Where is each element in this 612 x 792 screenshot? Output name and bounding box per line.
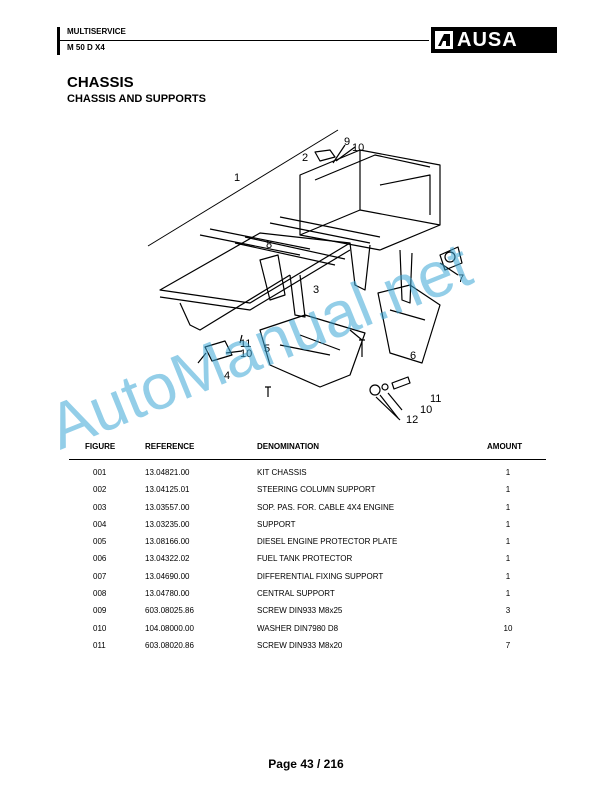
cell-denomination: DIFFERENTIAL FIXING SUPPORT bbox=[257, 572, 384, 581]
callout-2: 2 bbox=[302, 152, 308, 164]
cell-amount: 10 bbox=[503, 624, 513, 633]
cell-figure: 004 bbox=[93, 520, 107, 529]
page-number: Page 43 / 216 bbox=[268, 757, 344, 771]
ausa-logo: AUSA bbox=[431, 27, 557, 53]
cell-reference: 13.04125.01 bbox=[145, 485, 190, 494]
cell-amount: 1 bbox=[505, 468, 511, 477]
callout-11-right: 11 bbox=[430, 393, 441, 405]
callout-9: 9 bbox=[344, 136, 350, 148]
cell-amount: 1 bbox=[505, 554, 511, 563]
cell-figure: 003 bbox=[93, 503, 107, 512]
cell-amount: 7 bbox=[505, 641, 511, 650]
cell-figure: 001 bbox=[93, 468, 107, 477]
table-row: 001 13.04821.00 KIT CHASSIS 1 bbox=[0, 468, 612, 485]
table-row: 002 13.04125.01 STEERING COLUMN SUPPORT … bbox=[0, 485, 612, 502]
cell-reference: 603.08025.86 bbox=[145, 606, 194, 615]
callout-6: 6 bbox=[410, 350, 416, 362]
callout-12: 12 bbox=[406, 414, 418, 426]
table-header-rule bbox=[69, 459, 546, 460]
cell-amount: 1 bbox=[505, 485, 511, 494]
cell-denomination: SOP. PAS. FOR. CABLE 4X4 ENGINE bbox=[257, 503, 395, 512]
callout-10-top: 10 bbox=[352, 142, 364, 154]
cell-figure: 005 bbox=[93, 537, 107, 546]
callout-10-left: 10 bbox=[240, 348, 252, 360]
ausa-logo-icon bbox=[435, 31, 453, 49]
chassis-exploded-diagram: 1 2 9 10 8 3 5 11 10 4 6 7 11 10 12 bbox=[147, 129, 464, 426]
header-series: MULTISERVICE bbox=[67, 27, 126, 36]
cell-amount: 1 bbox=[505, 537, 511, 546]
cell-figure: 007 bbox=[93, 572, 107, 581]
cell-denomination: CENTRAL SUPPORT bbox=[257, 589, 335, 598]
table-row: 006 13.04322.02 FUEL TANK PROTECTOR 1 bbox=[0, 554, 612, 571]
table-row: 010 104.08000.00 WASHER DIN7980 D8 10 bbox=[0, 624, 612, 641]
cell-reference: 104.08000.00 bbox=[145, 624, 194, 633]
cell-amount: 1 bbox=[505, 572, 511, 581]
cell-denomination: KIT CHASSIS bbox=[257, 468, 307, 477]
page-title: CHASSIS bbox=[67, 74, 134, 91]
table-row: 003 13.03557.00 SOP. PAS. FOR. CABLE 4X4… bbox=[0, 503, 612, 520]
col-header-denomination: DENOMINATION bbox=[257, 442, 320, 451]
callout-10-right: 10 bbox=[420, 404, 432, 416]
table-row: 005 13.08166.00 DIESEL ENGINE PROTECTOR … bbox=[0, 537, 612, 554]
cell-amount: 3 bbox=[505, 606, 511, 615]
table-row: 008 13.04780.00 CENTRAL SUPPORT 1 bbox=[0, 589, 612, 606]
cell-denomination: STEERING COLUMN SUPPORT bbox=[257, 485, 376, 494]
cell-reference: 13.08166.00 bbox=[145, 537, 190, 546]
cell-reference: 13.04690.00 bbox=[145, 572, 190, 581]
cell-denomination: FUEL TANK PROTECTOR bbox=[257, 554, 353, 563]
col-header-amount: AMOUNT bbox=[487, 442, 523, 451]
callout-5: 5 bbox=[264, 343, 270, 355]
col-header-figure: FIGURE bbox=[85, 442, 116, 451]
cell-figure: 008 bbox=[93, 589, 107, 598]
header-model: M 50 D X4 bbox=[67, 43, 105, 52]
table-row: 007 13.04690.00 DIFFERENTIAL FIXING SUPP… bbox=[0, 572, 612, 589]
cell-amount: 1 bbox=[505, 589, 511, 598]
cell-denomination: SCREW DIN933 M8x25 bbox=[257, 606, 343, 615]
cell-figure: 009 bbox=[93, 606, 107, 615]
callout-1: 1 bbox=[234, 172, 240, 184]
cell-figure: 010 bbox=[93, 624, 107, 633]
cell-denomination: DIESEL ENGINE PROTECTOR PLATE bbox=[257, 537, 398, 546]
callout-11-left: 11 bbox=[240, 338, 251, 350]
cell-reference: 13.03235.00 bbox=[145, 520, 190, 529]
cell-denomination: SCREW DIN933 M8x20 bbox=[257, 641, 343, 650]
callout-7: 7 bbox=[458, 273, 464, 285]
cell-reference: 13.04821.00 bbox=[145, 468, 190, 477]
col-header-reference: REFERENCE bbox=[145, 442, 195, 451]
page-subtitle: CHASSIS AND SUPPORTS bbox=[67, 93, 206, 105]
table-row: 011 603.08020.86 SCREW DIN933 M8x20 7 bbox=[0, 641, 612, 658]
cell-denomination: WASHER DIN7980 D8 bbox=[257, 624, 339, 633]
callout-3: 3 bbox=[313, 284, 319, 296]
callout-4: 4 bbox=[224, 370, 230, 382]
ausa-logo-text: AUSA bbox=[457, 29, 518, 51]
table-row: 004 13.03235.00 SUPPORT 1 bbox=[0, 520, 612, 537]
cell-reference: 603.08020.86 bbox=[145, 641, 194, 650]
callout-8: 8 bbox=[266, 239, 272, 251]
cell-figure: 011 bbox=[93, 641, 106, 650]
cell-denomination: SUPPORT bbox=[257, 520, 296, 529]
cell-amount: 1 bbox=[505, 520, 511, 529]
cell-reference: 13.03557.00 bbox=[145, 503, 190, 512]
cell-amount: 1 bbox=[505, 503, 511, 512]
cell-figure: 006 bbox=[93, 554, 107, 563]
header-rule bbox=[57, 40, 429, 41]
cell-reference: 13.04780.00 bbox=[145, 589, 190, 598]
table-row: 009 603.08025.86 SCREW DIN933 M8x25 3 bbox=[0, 606, 612, 623]
cell-reference: 13.04322.02 bbox=[145, 554, 190, 563]
watermark-text: AutoManual.net bbox=[38, 228, 481, 463]
cell-figure: 002 bbox=[93, 485, 107, 494]
header-accent-bar bbox=[57, 27, 60, 55]
watermark: AutoManual.net bbox=[38, 228, 481, 463]
